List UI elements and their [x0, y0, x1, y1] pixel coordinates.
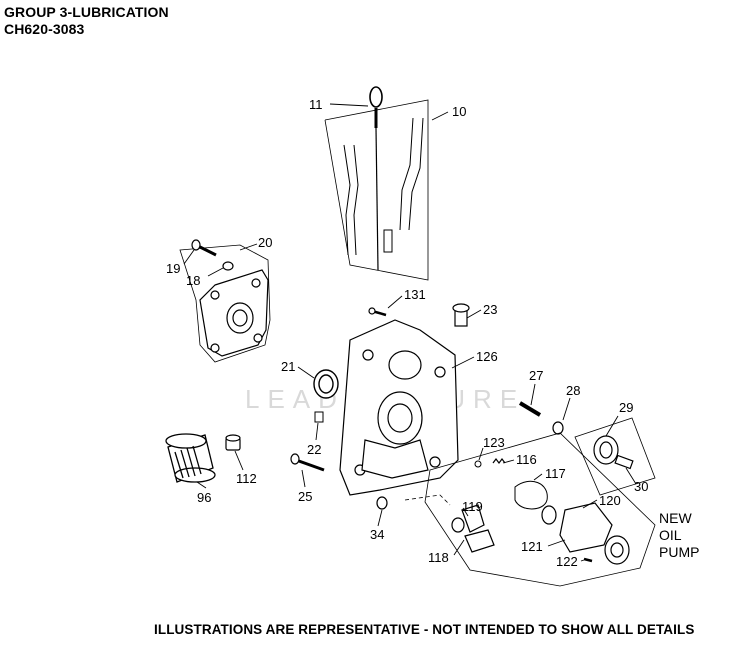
callout-29: 29 — [619, 400, 633, 415]
new-oil-pump-note: NEW OIL PUMP — [659, 510, 699, 561]
callout-27: 27 — [529, 368, 543, 383]
oil-pump-rotor-120 — [541, 502, 630, 565]
leader-lines — [183, 103, 637, 562]
shaft-30 — [614, 454, 634, 470]
callout-19: 19 — [166, 261, 180, 276]
callout-119: 119 — [462, 499, 483, 514]
callout-116: 116 — [516, 452, 537, 467]
callout-30: 30 — [634, 479, 648, 494]
oil-filter-nipple-112 — [225, 434, 241, 451]
oil-filter-96 — [165, 433, 216, 483]
dipstick-assembly — [324, 86, 429, 281]
callout-123: 123 — [483, 435, 505, 450]
callout-96: 96 — [197, 490, 211, 505]
callout-22: 22 — [307, 442, 321, 457]
oil-pump-cover-plate — [179, 244, 271, 363]
oil-seal-21 — [313, 369, 339, 399]
o-ring-34 — [376, 496, 388, 510]
new-oil-pump-line-2: OIL — [659, 527, 682, 543]
callout-131: 131 — [404, 287, 426, 302]
callout-117: 117 — [545, 466, 566, 481]
callout-10: 10 — [452, 104, 466, 119]
screw-25 — [290, 453, 325, 472]
callout-25: 25 — [298, 489, 312, 504]
dowel-27 — [518, 401, 542, 417]
screw-19 — [191, 239, 217, 257]
callout-126: 126 — [476, 349, 498, 364]
callout-118: 118 — [428, 550, 449, 565]
callout-labels: 11 10 20 19 18 131 23 21 126 27 28 29 22… — [166, 97, 648, 569]
diagram-group-title: GROUP 3-LUBRICATION — [4, 4, 169, 20]
callout-120: 120 — [599, 493, 621, 508]
engine-model-number: CH620-3083 — [4, 21, 85, 37]
new-oil-pump-line-3: PUMP — [659, 544, 700, 560]
callout-20: 20 — [258, 235, 272, 250]
callout-121: 121 — [521, 539, 543, 554]
callout-122: 122 — [556, 554, 578, 569]
screw-122 — [583, 557, 593, 563]
spring-116 — [492, 458, 506, 464]
callout-18: 18 — [186, 273, 200, 288]
oil-pump-gear-29 — [593, 435, 619, 465]
ball-123 — [474, 460, 482, 468]
crankcase-closure-plate — [339, 319, 459, 496]
callout-21: 21 — [281, 359, 295, 374]
callout-34: 34 — [370, 527, 384, 542]
illustration-disclaimer: ILLUSTRATIONS ARE REPRESENTATIVE - NOT I… — [154, 622, 695, 637]
callout-23: 23 — [483, 302, 497, 317]
screw-131 — [368, 307, 387, 317]
callout-11: 11 — [309, 97, 323, 112]
new-oil-pump-box — [404, 432, 656, 587]
pin-22 — [314, 411, 324, 423]
washer-28 — [552, 421, 564, 435]
oil-pickup-118 — [451, 504, 495, 553]
o-ring-117 — [514, 480, 548, 510]
new-oil-pump-line-1: NEW — [659, 510, 692, 526]
washer-18 — [222, 261, 234, 271]
callout-28: 28 — [566, 383, 580, 398]
pressure-switch-23 — [452, 303, 470, 327]
callout-112: 112 — [236, 471, 257, 486]
